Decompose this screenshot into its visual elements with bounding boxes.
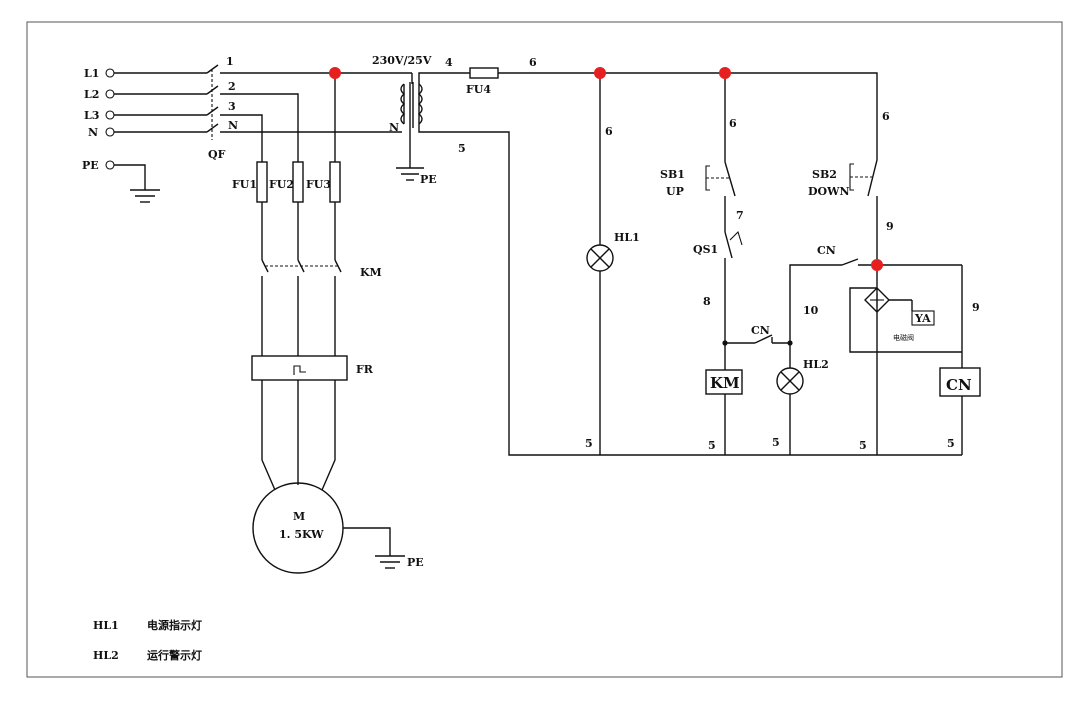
- wire-10-label: 10: [803, 304, 819, 317]
- cn-contact-holding: [841, 258, 859, 266]
- wire-6-label-sb1: 6: [729, 117, 737, 130]
- fu4-label: FU4: [466, 83, 491, 96]
- wire-n-label: N: [228, 119, 238, 132]
- breaker-qf: QF: [206, 64, 226, 161]
- fu1-label: FU1: [232, 178, 257, 191]
- legend-desc-2: 运行警示灯: [147, 648, 202, 662]
- wire-3: [220, 114, 263, 162]
- wire-1-label: 1: [226, 55, 234, 68]
- fu3-label: FU3: [306, 178, 331, 191]
- rectifier-bridge: [864, 287, 890, 313]
- wire-6-label-top: 6: [529, 56, 537, 69]
- transformer-n-label: N: [389, 121, 399, 134]
- fr-label: FR: [356, 363, 374, 376]
- wire-5-label-hl2: 5: [772, 436, 780, 449]
- wire-5-label-km: 5: [708, 439, 716, 452]
- legend: HL1 电源指示灯 HL2 运行警示灯: [93, 618, 202, 662]
- diagram-frame: [26, 21, 1063, 678]
- wire-motor-a: [261, 380, 276, 491]
- wire-2: [220, 93, 299, 162]
- wire-4-label: 4: [445, 56, 453, 69]
- legend-code-1: HL1: [93, 619, 119, 632]
- junction-node-hl1: [594, 67, 606, 79]
- wire-5-label-cn: 5: [947, 437, 955, 450]
- wire-6-bus: [498, 72, 878, 160]
- pe-motor-label: PE: [407, 556, 424, 569]
- qs1-label: QS1: [693, 243, 718, 256]
- ya-label: YA: [914, 312, 931, 325]
- km-coil-label: KM: [710, 374, 740, 392]
- cn-contact-1-label: CN: [751, 324, 770, 337]
- wire-7-label: 7: [736, 209, 744, 222]
- terminal-l2-label: L2: [84, 88, 99, 101]
- wire-6-label-sb2: 6: [882, 110, 890, 123]
- sb1-dir-label: UP: [666, 185, 684, 198]
- limit-switch-qs1: [724, 230, 743, 259]
- terminal-pe-label: PE: [82, 159, 99, 172]
- transformer: [400, 73, 423, 128]
- cn-contact-interlock: [725, 334, 790, 344]
- wire-6-label-hl1: 6: [605, 125, 613, 138]
- coil-km: [705, 369, 743, 395]
- ground-symbol-transformer: [396, 128, 424, 181]
- wire-5-label-hl1: 5: [585, 437, 593, 450]
- wire-5-label-top: 5: [458, 142, 466, 155]
- hl1-label: HL1: [614, 231, 640, 244]
- fr-symbol: [293, 365, 306, 375]
- sb2-dir-label: DOWN: [808, 185, 850, 198]
- transformer-label: 230V/25V: [372, 54, 432, 67]
- wire-brake-loop: [849, 287, 962, 353]
- wire-10-up: [789, 264, 842, 343]
- fu2-label: FU2: [269, 178, 294, 191]
- wire-2-label: 2: [228, 80, 236, 93]
- terminal-n-label: N: [88, 126, 98, 139]
- legend-desc-1: 电源指示灯: [147, 618, 202, 632]
- hl2-label: HL2: [803, 358, 829, 371]
- pushbutton-sb2: [849, 159, 878, 197]
- km-contacts-label: KM: [360, 266, 382, 279]
- sb2-label: SB2: [812, 168, 837, 181]
- wire-4: [418, 72, 470, 84]
- terminal-l1-label: L1: [84, 67, 99, 80]
- wire-9-label-right: 9: [972, 301, 980, 314]
- junction-node-1: [329, 67, 341, 79]
- cn-coil-label: CN: [946, 376, 972, 394]
- pe-transformer-label: PE: [420, 173, 437, 186]
- wire-8-label: 8: [703, 295, 711, 308]
- ground-symbol-main: [114, 164, 160, 203]
- pushbutton-sb1: [705, 161, 736, 197]
- motor-power: 1. 5KW: [279, 528, 324, 541]
- brake-label: 电磁阀: [893, 333, 914, 342]
- motor-name: M: [293, 510, 305, 523]
- wire-5-label-brake: 5: [859, 439, 867, 452]
- wire-5-return: [418, 124, 962, 456]
- wire-9-label-sb2: 9: [886, 220, 894, 233]
- thermal-relay-fr: [251, 355, 348, 381]
- qf-label: QF: [208, 148, 226, 161]
- terminal-l3-label: L3: [84, 109, 99, 122]
- sb1-label: SB1: [660, 168, 685, 181]
- legend-code-2: HL2: [93, 649, 119, 662]
- coil-cn: [939, 367, 981, 397]
- ground-symbol-motor: [343, 527, 405, 569]
- wire-3-label: 3: [228, 100, 236, 113]
- solenoid-ya: [911, 310, 935, 326]
- cn-contact-2-label: CN: [817, 244, 836, 257]
- wire-motor-c: [321, 380, 336, 491]
- junction-node-sb1: [719, 67, 731, 79]
- junction-node-9: [871, 259, 883, 271]
- km-main-contacts: [261, 259, 342, 273]
